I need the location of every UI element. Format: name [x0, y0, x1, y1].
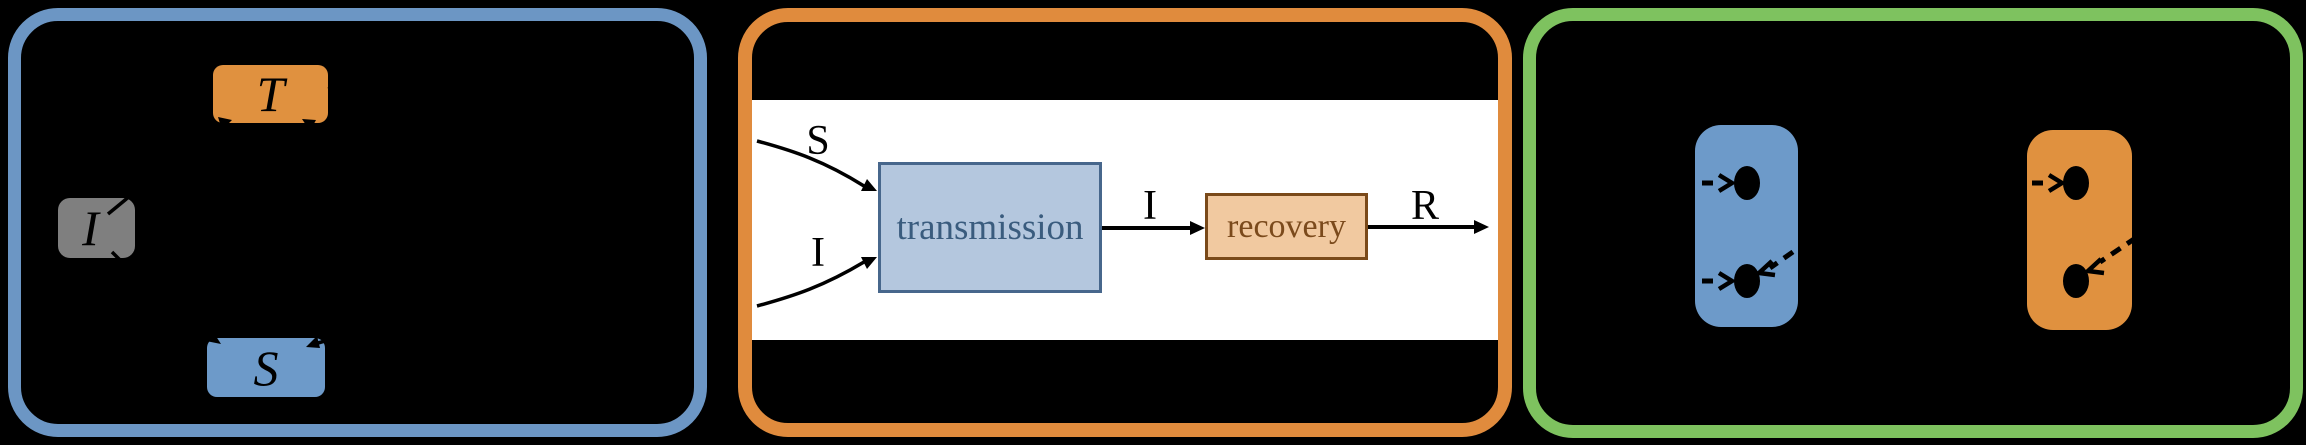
node-I-label: I: [82, 200, 99, 256]
node-S-label: S: [253, 339, 279, 396]
node-S: S: [207, 338, 325, 397]
input-label-S: S: [806, 118, 830, 164]
output-label-R: R: [1410, 183, 1440, 229]
transmission-box-label: transmission: [896, 207, 1084, 248]
mid-label-I: I: [1143, 183, 1157, 229]
recovery-box-label: recovery: [1227, 207, 1346, 245]
node-T: T: [213, 65, 328, 123]
node-T-label: T: [256, 66, 285, 122]
transmission-box: transmission: [878, 162, 1102, 293]
input-label-I: I: [811, 230, 825, 276]
panel-petri-places: [1523, 8, 2303, 438]
panel-species-graph: [8, 8, 707, 437]
flow-diagram-background: [752, 100, 1498, 340]
recovery-box: recovery: [1205, 193, 1368, 260]
panel-flow-diagram: [738, 8, 1512, 437]
petri-place-orange: [2027, 130, 2132, 330]
petri-place-blue: [1695, 125, 1798, 327]
node-I: I: [58, 198, 135, 258]
